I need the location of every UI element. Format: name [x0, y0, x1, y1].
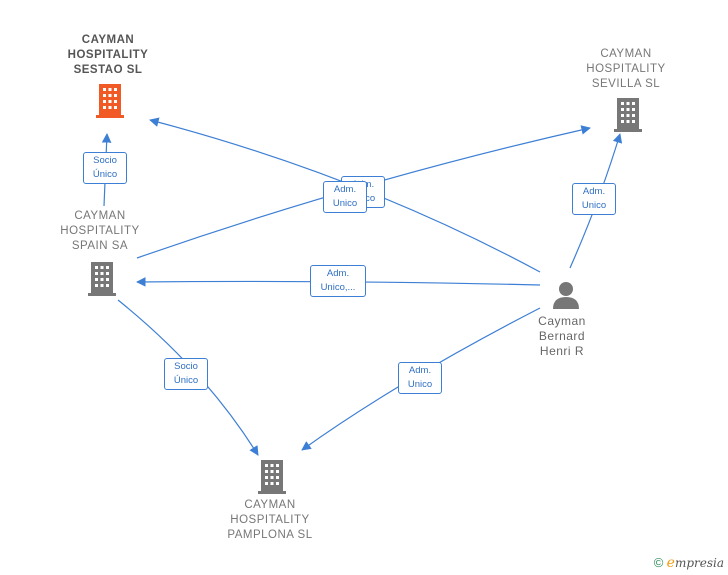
brand-logo-text: mpresia	[674, 556, 724, 570]
sestao-building-icon[interactable]	[95, 84, 125, 123]
label-line: HOSPITALITY	[67, 49, 149, 61]
edge-label-spain-sestao[interactable]: Socio Único	[83, 152, 127, 184]
label-line: SEVILLA SL	[591, 78, 661, 90]
person-icon[interactable]	[551, 280, 581, 315]
label-line: SESTAO SL	[73, 64, 143, 76]
label-line: CAYMAN	[244, 499, 296, 511]
label-line: Cayman	[538, 314, 586, 328]
edge-label-line: Único	[173, 375, 199, 386]
label-line: SPAIN SA	[71, 240, 129, 252]
edge-label-line: Socio	[93, 155, 117, 166]
edge-label-spain-pamplona[interactable]: Socio Único	[164, 358, 208, 390]
edge-label-line: Unico	[407, 379, 433, 390]
edge-label-spain-sevilla[interactable]: Adm. Unico	[323, 181, 367, 213]
edge-label-person-pamplona[interactable]: Adm. Unico	[398, 362, 442, 394]
edge-label-line: Unico	[581, 200, 607, 211]
label-line: Henri R	[539, 344, 585, 358]
label-line: CAYMAN	[600, 48, 652, 60]
spain-building-icon[interactable]	[87, 262, 117, 301]
label-line: HOSPITALITY	[230, 514, 310, 526]
spain-label[interactable]: CAYMAN HOSPITALITY SPAIN SA	[50, 209, 150, 254]
edge-label-person-spain[interactable]: Adm. Unico,...	[310, 265, 366, 297]
label-line: PAMPLONA SL	[227, 529, 313, 541]
edge-label-line: Único	[92, 169, 118, 180]
edge-label-person-sevilla[interactable]: Adm. Unico	[572, 183, 616, 215]
copyright-icon: ©	[653, 555, 664, 570]
label-line: CAYMAN	[74, 210, 126, 222]
label-line: CAYMAN	[81, 34, 135, 46]
sestao-label[interactable]: CAYMAN HOSPITALITY SESTAO SL	[58, 33, 158, 78]
sevilla-building-icon[interactable]	[613, 98, 643, 137]
edge-label-line: Adm.	[582, 186, 606, 197]
edge-label-line: Adm.	[326, 268, 350, 279]
brand-logo-e: e	[666, 555, 675, 571]
pamplona-building-icon[interactable]	[257, 460, 287, 499]
edge-label-line: Unico,...	[320, 282, 356, 293]
edge-label-line: Adm.	[408, 365, 432, 376]
sevilla-label[interactable]: CAYMAN HOSPITALITY SEVILLA SL	[576, 47, 676, 92]
edge-label-line: Adm.	[333, 184, 357, 195]
label-line: Bernard	[538, 329, 586, 343]
label-line: HOSPITALITY	[60, 225, 140, 237]
brand-footer: © empresia	[654, 555, 724, 571]
person-label[interactable]: Cayman Bernard Henri R	[522, 314, 602, 359]
edge-label-line: Unico	[332, 198, 358, 209]
label-line: HOSPITALITY	[586, 63, 666, 75]
pamplona-label[interactable]: CAYMAN HOSPITALITY PAMPLONA SL	[215, 498, 325, 543]
edge-label-line: Socio	[174, 361, 198, 372]
